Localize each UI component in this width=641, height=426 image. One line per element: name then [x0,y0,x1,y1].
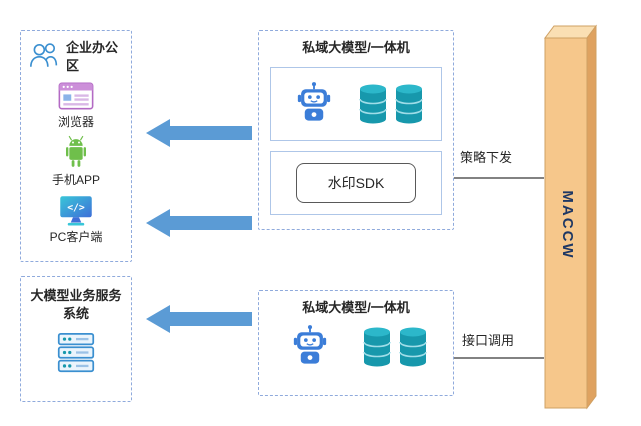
model-bottom-title: 私域大模型/一体机 [302,300,410,315]
database-icon [394,83,424,125]
office-box: 企业办公区 浏览器 手机APP PC客户端 [20,30,132,262]
sdk-panel: 水印SDK [270,151,442,215]
database-group [362,326,428,368]
database-icon [398,326,428,368]
policy-label: 策略下发 [460,150,513,165]
flow-arrow-middle [146,209,252,237]
robot-icon [284,323,336,371]
database-icon [362,326,392,368]
watermark-sdk-box: 水印SDK [296,163,416,203]
model-top-title: 私域大模型/一体机 [302,40,410,55]
pc-client-label: PC客户端 [49,229,103,244]
model-box-top: 私域大模型/一体机 水印SDK [258,30,454,230]
flow-arrow-top [146,119,252,147]
office-title: 企业办公区 [66,40,119,73]
server-icon [53,330,99,376]
mobile-app-label: 手机APP [51,173,100,188]
api-call-label: 接口调用 [462,333,515,348]
pc-client-icon [58,194,94,227]
service-title: 大模型业务服务系统 [30,288,122,321]
database-group [358,83,424,125]
flow-arrow-bottom [146,305,252,333]
robot-icon [288,80,340,128]
people-icon [28,39,62,69]
office-header: 企业办公区 [28,39,124,74]
service-box: 大模型业务服务系统 [20,276,132,402]
maccw-label: MACCW [559,190,576,260]
browser-icon [57,80,95,112]
browser-label: 浏览器 [57,115,94,130]
model-box-bottom: 私域大模型/一体机 [258,290,454,396]
database-icon [358,83,388,125]
model-unit-panel [270,67,442,141]
android-icon [60,135,92,170]
watermark-sdk-label: 水印SDK [327,175,385,191]
model-unit-row [259,323,453,371]
